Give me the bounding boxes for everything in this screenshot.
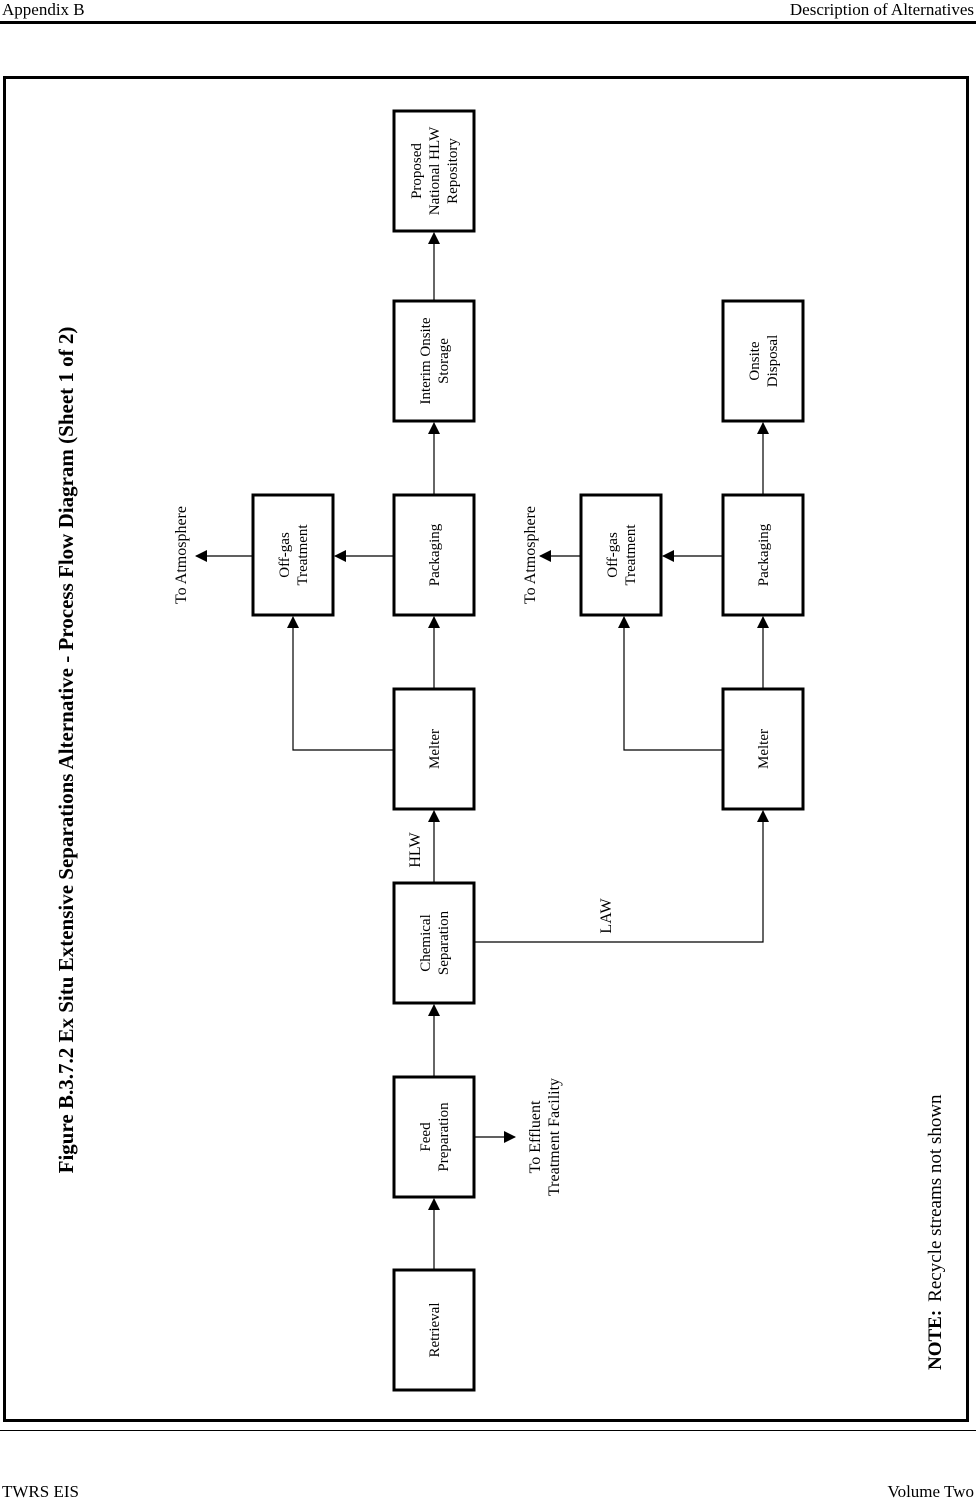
law-packaging-label: Packaging — [756, 523, 772, 586]
retrieval-label: Retrieval — [427, 1303, 443, 1358]
feed-preparation-box — [392, 1075, 476, 1199]
to-atmosphere-label-law: To Atmosphere — [522, 506, 539, 604]
hlw-stream-label: HLW — [407, 831, 424, 867]
arrow-law-melter-to-offgas — [618, 616, 723, 751]
header-right: Description of Alternatives — [789, 0, 974, 19]
repository-box — [392, 109, 476, 233]
law-offgas-box — [579, 493, 663, 617]
footer-right: Volume Two — [887, 1482, 975, 1501]
figure-frame — [3, 76, 969, 1422]
header-left: Appendix B — [2, 0, 85, 19]
hlw-melter-box — [392, 687, 476, 811]
note: NOTE:Recycle streams not shown — [925, 1094, 946, 1370]
figure-title: Figure B.3.7.2 Ex Situ Extensive Separat… — [54, 327, 78, 1174]
header-rule — [0, 21, 976, 24]
retrieval-box — [392, 1268, 476, 1392]
arrow-chemsep-to-law-melter — [474, 810, 769, 943]
interim-storage-box — [392, 299, 476, 423]
law-melter-label: Melter — [756, 729, 772, 769]
law-stream-label: LAW — [598, 898, 615, 934]
footer-left: TWRS EIS — [2, 1482, 79, 1501]
hlw-packaging-label: Packaging — [427, 523, 443, 586]
chemical-separation-box — [392, 881, 476, 1005]
hlw-offgas-box — [251, 493, 335, 617]
arrow-hlw-melter-to-offgas — [287, 616, 394, 751]
to-atmosphere-label-hlw: To Atmosphere — [173, 506, 190, 604]
footer-rule — [0, 1430, 976, 1431]
onsite-disposal-box — [721, 299, 805, 423]
hlw-melter-label: Melter — [427, 729, 443, 769]
